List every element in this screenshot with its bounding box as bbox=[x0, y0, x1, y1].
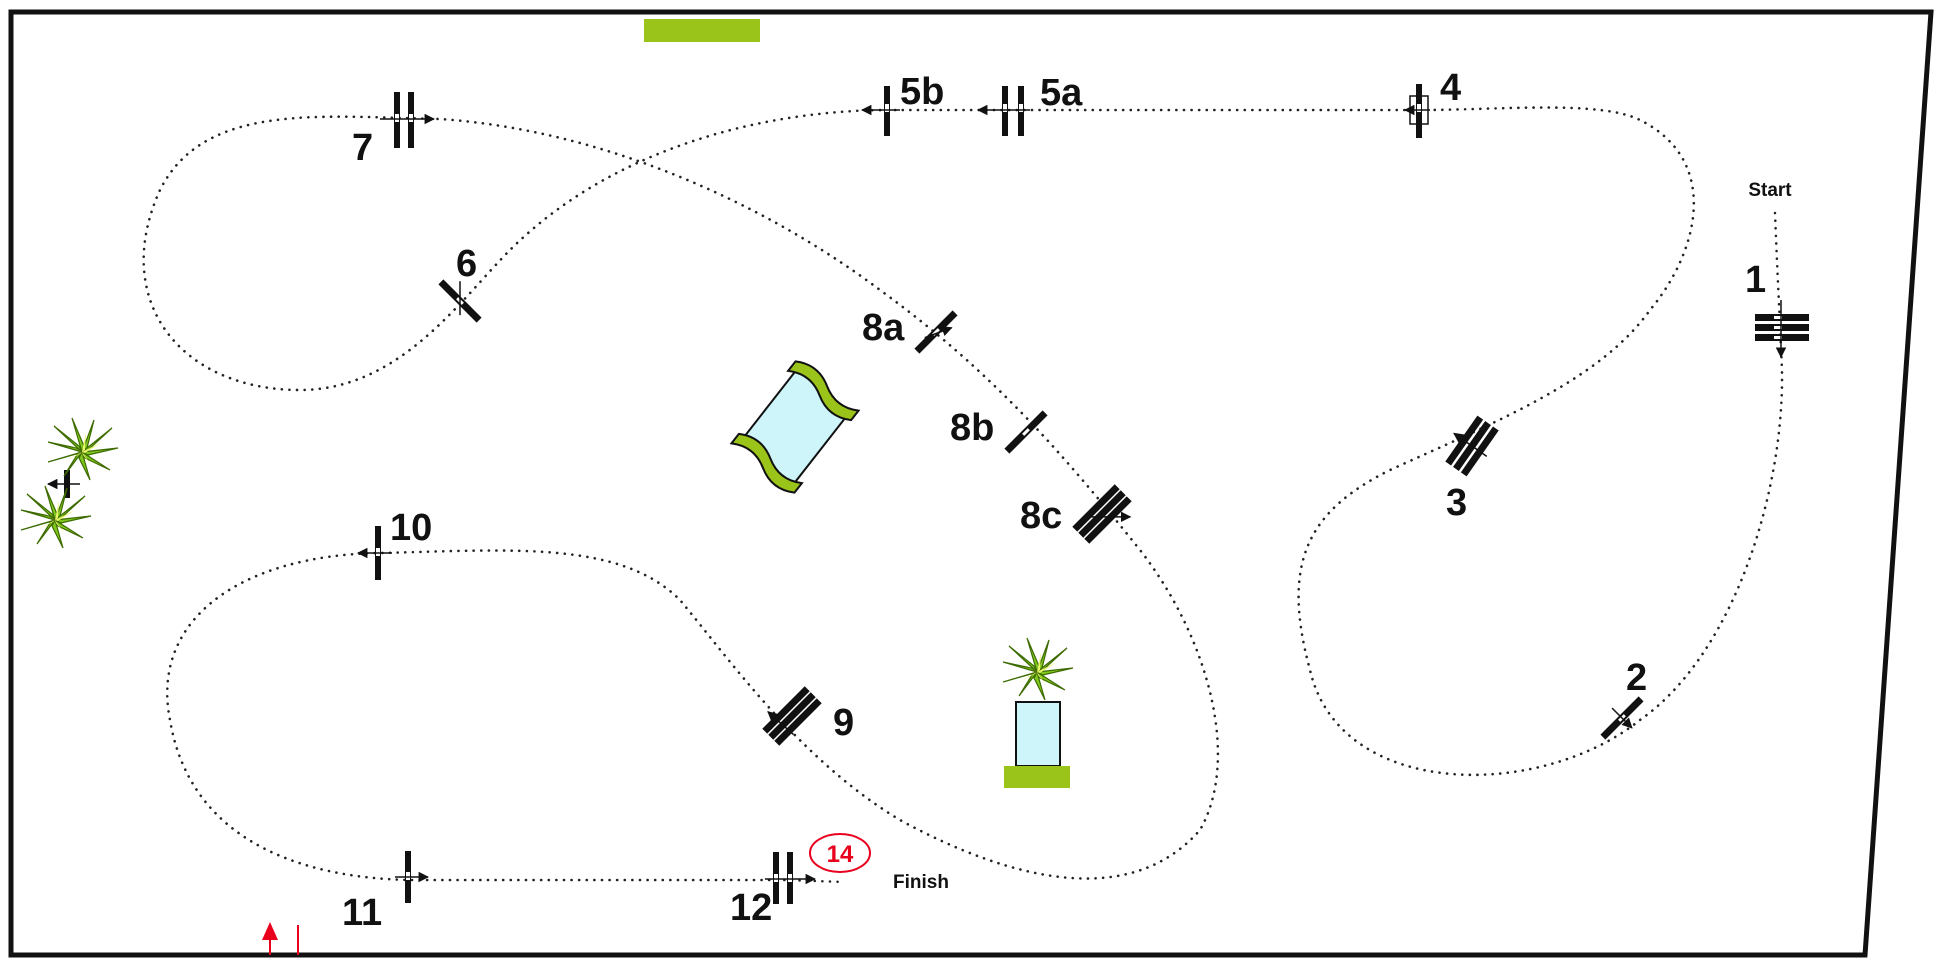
obstacle-label-11: 11 bbox=[342, 892, 382, 934]
obstacle-label-6: 6 bbox=[456, 243, 477, 285]
entry-arrow-icon bbox=[262, 922, 299, 955]
obstacle-label-10: 10 bbox=[390, 507, 432, 549]
obstacle-mark-1 bbox=[1755, 300, 1809, 359]
water-tray-decor bbox=[729, 360, 861, 494]
start-label: Start bbox=[1748, 180, 1792, 201]
obstacle-mark-5b bbox=[860, 86, 900, 136]
obstacle-label-4: 4 bbox=[1440, 67, 1461, 109]
planter-decor bbox=[1004, 701, 1070, 788]
obstacle-label-7: 7 bbox=[352, 127, 373, 169]
obstacle-label-9: 9 bbox=[833, 702, 854, 744]
obstacle-label-12: 12 bbox=[730, 887, 772, 929]
obstacle-mark-9 bbox=[762, 686, 822, 746]
obstacle-mark-2 bbox=[1600, 696, 1644, 740]
obstacle-mark-11 bbox=[395, 851, 430, 903]
obstacle-label-3: 3 bbox=[1446, 482, 1467, 524]
obstacle-mark-6 bbox=[438, 279, 482, 323]
obstacle-mark-12 bbox=[765, 852, 817, 904]
obstacle-mark-5a bbox=[976, 86, 1030, 136]
obstacle-label-2: 2 bbox=[1626, 657, 1647, 699]
obstacle-label-5a: 5a bbox=[1040, 72, 1083, 114]
obstacle-label-8a: 8a bbox=[862, 307, 905, 349]
plant-icon bbox=[47, 417, 119, 481]
obstacle-label-8c: 8c bbox=[1020, 495, 1062, 537]
obstacle-label-1: 1 bbox=[1745, 259, 1766, 301]
obstacle-mark-7 bbox=[380, 92, 436, 148]
plant-icon bbox=[20, 485, 92, 549]
special-marker-label: 14 bbox=[827, 841, 854, 868]
decor-bar-top bbox=[644, 19, 760, 42]
obstacle-mark-left-wall bbox=[46, 470, 80, 498]
obstacle-label-5b: 5b bbox=[900, 71, 944, 113]
special-marker-ellipse bbox=[809, 833, 871, 873]
finish-label: Finish bbox=[893, 872, 949, 893]
obstacle-label-8b: 8b bbox=[950, 407, 994, 449]
obstacle-mark-3 bbox=[1445, 415, 1499, 477]
obstacle-mark-4 bbox=[1403, 84, 1430, 138]
obstacle-mark-8c bbox=[1072, 484, 1132, 544]
obstacle-mark-10 bbox=[356, 526, 392, 580]
plant-icon bbox=[1002, 637, 1074, 701]
obstacle-mark-8a bbox=[914, 310, 958, 354]
obstacle-mark-8b bbox=[1004, 410, 1048, 454]
course-route bbox=[142, 106, 1784, 884]
arena-boundary bbox=[8, 9, 1934, 958]
